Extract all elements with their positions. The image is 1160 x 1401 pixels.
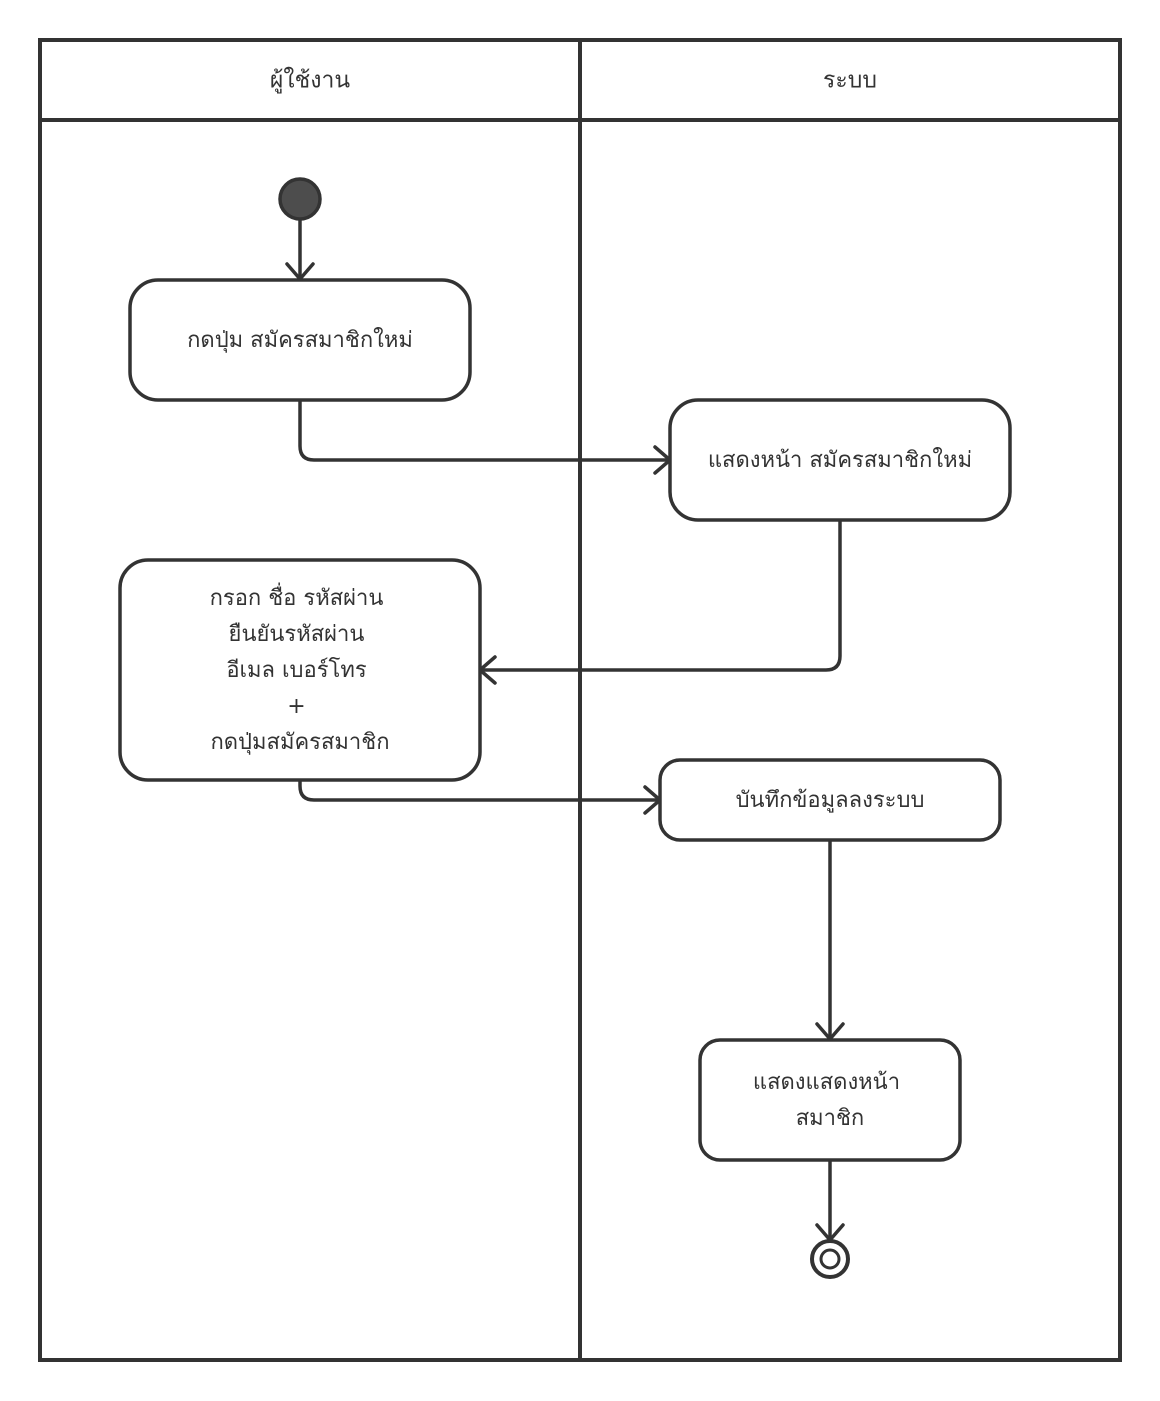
activity-label-line: แสดงแสดงหน้า: [753, 1070, 900, 1095]
activity-label-line: +: [287, 694, 305, 719]
activity-label-line: บันทึกข้อมูลลงระบบ: [736, 788, 925, 813]
flow-show-register-to-fill-form: [480, 520, 842, 672]
lane-title-user: ผู้ใช้งาน: [270, 67, 350, 94]
start-node: [278, 177, 322, 221]
activity-fill-form: กรอก ชื่อ รหัสผ่าน ยืนยันรหัสผ่าน อีเมล …: [118, 558, 482, 782]
flow-click-to-show-register: [298, 400, 670, 462]
flow-connectors: [285, 219, 845, 1242]
activity-label: กรอก ชื่อ รหัสผ่าน ยืนยันรหัสผ่าน อีเมล …: [210, 582, 391, 755]
activity-label-line: กดปุ่มสมัครสมาชิก: [210, 730, 389, 755]
activity-label: กดปุ่ม สมัครสมาชิกใหม่: [187, 327, 413, 353]
end-node-inner: [819, 1248, 841, 1270]
swimlane-frame: [38, 38, 1122, 1362]
activity-save-data: บันทึกข้อมูลลงระบบ: [658, 758, 1002, 842]
activity-label: แสดงแสดงหน้า สมาชิก: [753, 1070, 907, 1131]
activity-label-line: ยืนยันรหัสผ่าน: [229, 622, 365, 647]
activity-box: [698, 1038, 962, 1162]
activity-box: [118, 558, 482, 782]
activity-show-register-page: แสดงหน้า สมัครสมาชิกใหม่: [668, 398, 1012, 522]
activity-label-line: แสดงหน้า สมัครสมาชิกใหม่: [708, 447, 972, 473]
activity-label: แสดงหน้า สมัครสมาชิกใหม่: [708, 447, 972, 473]
activity-label-line: อีเมล เบอร์โทร: [226, 657, 367, 683]
lane-title-system: ระบบ: [823, 68, 877, 94]
activity-box: [658, 758, 1002, 842]
activity-label-line: กดปุ่ม สมัครสมาชิกใหม่: [187, 327, 413, 353]
activity-box: [128, 278, 472, 402]
activity-label-line: สมาชิก: [796, 1106, 865, 1131]
activity-label: บันทึกข้อมูลลงระบบ: [736, 788, 925, 813]
activity-show-member-page: แสดงแสดงหน้า สมาชิก: [698, 1038, 962, 1162]
activity-box: [668, 398, 1012, 522]
flow-fill-form-to-save: [298, 780, 660, 802]
activity-label-line: กรอก ชื่อ รหัสผ่าน: [210, 582, 384, 611]
activity-click-register: กดปุ่ม สมัครสมาชิกใหม่: [128, 278, 472, 402]
end-node: [810, 1239, 850, 1279]
